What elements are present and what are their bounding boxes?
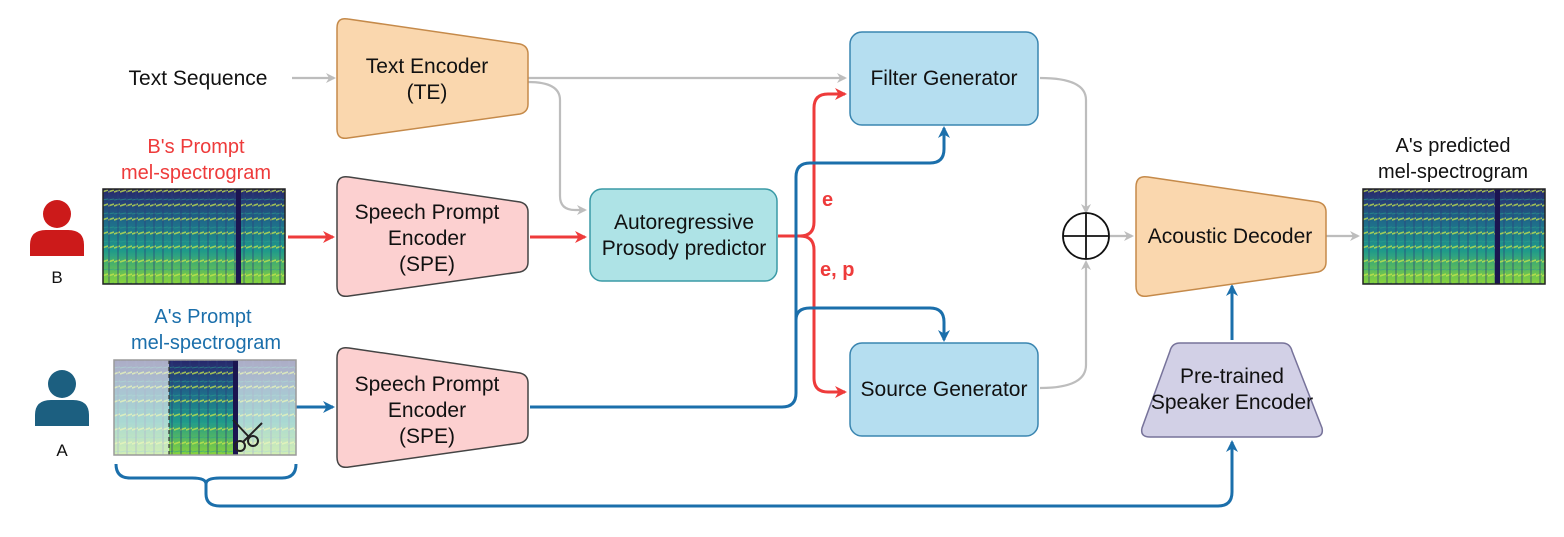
edge-label-ep: e, p <box>820 259 854 281</box>
prosody-predictor-block: Autoregressive Prosody predictor <box>589 188 778 282</box>
speaker-a-label: A <box>56 441 68 460</box>
edge-label-e: e <box>822 189 833 211</box>
text-encoder-abbr: (TE) <box>407 81 448 104</box>
speech-prompt-encoder-a: Speech Prompt Encoder (SPE) <box>336 346 529 469</box>
scissors-icon <box>232 419 263 452</box>
edge-ep-to-source <box>799 234 847 398</box>
text-encoder-title: Text Encoder <box>366 55 489 78</box>
speaker-encoder-line1: Pre-trained <box>1180 365 1284 388</box>
edge-te-to-prosody <box>527 80 587 215</box>
mel-spectrogram-image <box>102 188 286 285</box>
spe-a-line2: Encoder <box>388 399 466 422</box>
edge-source-to-sum <box>1039 260 1091 390</box>
speaker-b-label: B <box>51 268 62 287</box>
prosody-line1: Autoregressive <box>614 211 754 234</box>
acoustic-decoder-block: Acoustic Decoder <box>1135 175 1327 298</box>
output-label-line2: mel-spectrogram <box>1378 161 1528 183</box>
a-prompt-label-line1: A's Prompt <box>154 306 252 328</box>
person-icon <box>30 200 84 256</box>
circle-plus-icon <box>1062 212 1110 260</box>
spe-a-line1: Speech Prompt <box>355 373 500 396</box>
acoustic-decoder-label: Acoustic Decoder <box>1148 225 1313 248</box>
output-label-line1: A's predicted <box>1396 135 1511 157</box>
spe-a-line3: (SPE) <box>399 425 455 448</box>
speaker-encoder-block: Pre-trained Speaker Encoder <box>1140 342 1324 438</box>
source-generator-block: Source Generator <box>849 342 1039 437</box>
spe-b-line1: Speech Prompt <box>355 201 500 224</box>
prosody-line2: Prosody predictor <box>602 237 767 260</box>
edge-to-source-top <box>794 306 950 342</box>
mel-spectrogram-image <box>1362 188 1546 285</box>
speech-prompt-encoder-b: Speech Prompt Encoder (SPE) <box>336 175 529 298</box>
b-prompt-label-line1: B's Prompt <box>147 136 245 158</box>
person-icon <box>35 370 89 426</box>
gray-connectors <box>292 73 1360 390</box>
edge-filter-to-sum <box>1039 76 1091 214</box>
edge-bracket-to-speaker <box>204 440 1238 508</box>
text-sequence-label: Text Sequence <box>129 67 268 90</box>
a-prompt-label-line2: mel-spectrogram <box>131 332 281 354</box>
filter-generator-block: Filter Generator <box>849 31 1039 126</box>
mel-spectrogram-image <box>113 359 297 456</box>
speaker-encoder-line2: Speaker Encoder <box>1151 391 1313 414</box>
edge-spe-a-to-generators <box>530 126 950 409</box>
b-prompt-label-line2: mel-spectrogram <box>121 162 271 184</box>
text-encoder-block: Text Encoder (TE) <box>336 17 529 140</box>
source-generator-label: Source Generator <box>861 378 1028 401</box>
spe-b-line2: Encoder <box>388 227 466 250</box>
edge-e-to-filter <box>799 88 847 238</box>
crop-bracket <box>114 463 298 485</box>
spe-b-line3: (SPE) <box>399 253 455 276</box>
filter-generator-label: Filter Generator <box>870 67 1017 90</box>
